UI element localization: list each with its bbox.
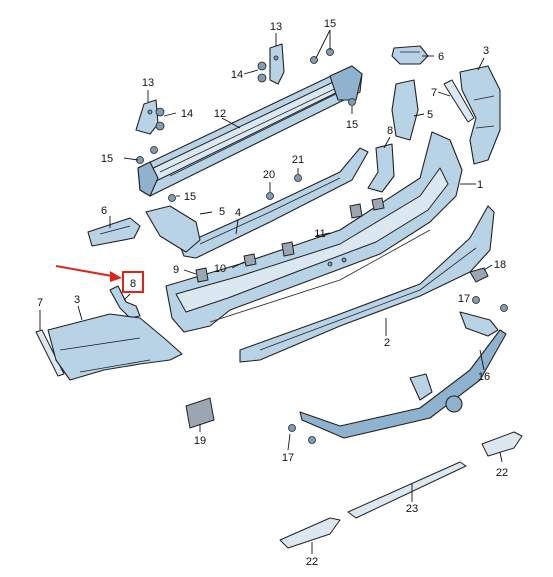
callout-15-mid: 15 [346, 119, 358, 131]
part-10-clip [243, 253, 257, 267]
part-8-bracket-upper [367, 143, 395, 193]
callout-18: 18 [494, 259, 506, 271]
part-7-strip-upper [443, 79, 475, 123]
callout-7-left: 7 [37, 297, 43, 309]
part-22-strip-right [481, 431, 523, 457]
part-18-cover-cap [469, 267, 489, 283]
callout-7-upper: 7 [431, 87, 437, 99]
callout-1: 1 [477, 179, 483, 191]
part-3-cover-left [47, 313, 183, 381]
callout-4: 4 [235, 207, 241, 219]
callout-labels: 13 15 14 6 3 13 14 12 7 5 15 8 15 21 1 2… [37, 18, 508, 568]
callout-14-upper: 14 [231, 69, 243, 81]
callout-6-left: 6 [101, 205, 107, 217]
part-23-strip [347, 461, 467, 519]
callout-17-lower: 17 [282, 452, 294, 464]
part-2-diffuser [239, 205, 495, 363]
part-6-guide-left [87, 217, 141, 247]
part-9-clip [195, 267, 209, 283]
callout-15-upper: 15 [324, 18, 336, 30]
callout-3-upper: 3 [483, 45, 489, 57]
part-4-mounting-strip [179, 147, 369, 259]
callout-9: 9 [173, 264, 179, 276]
callout-15-left: 15 [101, 153, 113, 165]
callout-11: 11 [314, 228, 325, 240]
part-16-tow-bar [299, 311, 507, 439]
callout-22-right: 22 [496, 467, 508, 479]
part-6-guide-upper [391, 45, 429, 65]
callout-20: 20 [263, 169, 275, 181]
callout-22-lower: 22 [306, 556, 318, 568]
callout-19: 19 [194, 435, 206, 447]
leader-lines [39, 29, 503, 554]
callout-13-upper: 13 [270, 21, 282, 33]
highlight-marker [55, 265, 144, 293]
part-12-reinforcement-beam [137, 65, 363, 197]
callout-8-upper: 8 [387, 125, 393, 137]
part-7-strip-left [35, 329, 65, 377]
callout-10: 10 [214, 263, 226, 275]
callout-6-upper: 6 [438, 51, 444, 63]
part-19-plate [185, 397, 215, 429]
part-11-clips [281, 197, 385, 257]
part-5-holder-left [145, 205, 201, 253]
callout-16: 16 [478, 371, 490, 383]
callout-2: 2 [384, 337, 390, 349]
part-13-bracket-lower [135, 99, 159, 135]
callout-3-left: 3 [74, 294, 80, 306]
part-13-bracket-upper [269, 43, 285, 85]
callout-14-lower: 14 [181, 108, 193, 120]
callout-8-highlighted: 8 [130, 278, 136, 290]
callout-12: 12 [214, 108, 226, 120]
callout-15-lower: 15 [184, 191, 196, 203]
part-3-cover-upper [459, 65, 501, 165]
callout-21: 21 [292, 154, 304, 166]
part-5-holder-upper [391, 79, 419, 141]
part-8-bracket-highlighted [109, 285, 141, 319]
callout-13-lower: 13 [142, 77, 154, 89]
part-22-strip-lower [279, 517, 341, 549]
callout-5-left: 5 [219, 206, 225, 218]
callout-5-upper: 5 [427, 109, 433, 121]
callout-17-upper: 17 [458, 293, 470, 305]
callout-23: 23 [406, 503, 418, 515]
